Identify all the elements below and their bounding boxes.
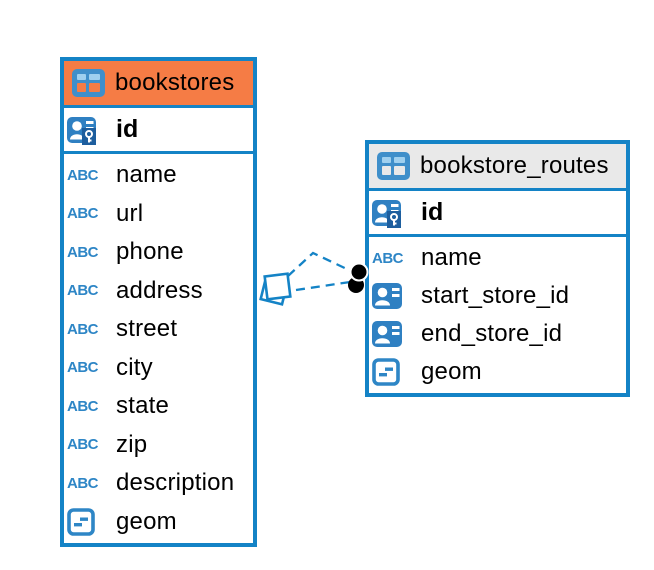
reference-id-icon [372,283,402,309]
field-name: geom [421,358,482,385]
field-row[interactable]: ABC address [64,272,253,311]
field-list: ABC name start_store_id [369,237,626,393]
table-header[interactable]: bookstore_routes [369,144,626,191]
table-icon [377,152,410,180]
text-type-icon: ABC [67,436,99,454]
text-type-icon: ABC [67,320,99,338]
table-header[interactable]: bookstores [64,61,253,108]
field-name: geom [116,507,177,535]
field-name: id [421,198,444,226]
field-row[interactable]: ABC url [64,195,253,234]
text-type-icon: ABC [67,397,99,415]
text-type-icon: ABC [67,359,99,377]
text-type-icon: ABC [67,205,99,223]
field-row[interactable]: ABC phone [64,233,253,272]
primary-key-icon [67,116,96,145]
field-row[interactable]: ABC street [64,310,253,349]
field-row[interactable]: geom [369,353,626,391]
primary-key-row[interactable]: id [369,191,626,237]
field-row[interactable]: ABC name [64,156,253,195]
field-name: start_store_id [421,282,570,309]
field-name: id [116,115,139,143]
field-name: url [116,199,144,227]
field-name: description [116,469,235,497]
field-name: name [116,161,177,189]
source-diamond-marker[interactable] [259,272,292,306]
field-row[interactable]: ABC state [64,387,253,426]
table-bookstores[interactable]: bookstores id ABC name [60,57,257,547]
text-type-icon: ABC [67,243,99,261]
geometry-icon [372,358,400,386]
table-bookstore-routes[interactable]: bookstore_routes id ABC name [365,140,630,397]
relationship-line[interactable] [287,251,352,277]
field-name: end_store_id [421,320,563,347]
field-row[interactable]: ABC zip [64,426,253,465]
relationship-line[interactable] [295,280,351,292]
field-name: street [116,315,178,343]
field-row[interactable]: ABC description [64,464,253,503]
field-row[interactable]: ABC city [64,349,253,388]
text-type-icon: ABC [372,249,404,267]
field-row[interactable]: geom [64,503,253,542]
field-name: address [116,276,203,304]
field-row[interactable]: start_store_id [369,277,626,315]
field-row[interactable]: end_store_id [369,315,626,353]
field-name: name [421,244,482,271]
field-list: ABC name ABC url ABC phone ABC address A… [64,154,253,543]
text-type-icon: ABC [67,166,99,184]
primary-key-row[interactable]: id [64,108,253,154]
table-icon [72,69,105,97]
text-type-icon: ABC [67,282,99,300]
field-name: phone [116,238,184,266]
field-name: zip [116,430,148,458]
geometry-icon [67,507,95,536]
field-name: city [116,353,153,381]
primary-key-icon [372,199,401,228]
text-type-icon: ABC [67,474,99,492]
field-name: state [116,392,170,420]
field-row[interactable]: ABC name [369,239,626,277]
table-name: bookstores [115,69,235,96]
reference-id-icon [372,321,402,347]
table-name: bookstore_routes [420,152,609,179]
